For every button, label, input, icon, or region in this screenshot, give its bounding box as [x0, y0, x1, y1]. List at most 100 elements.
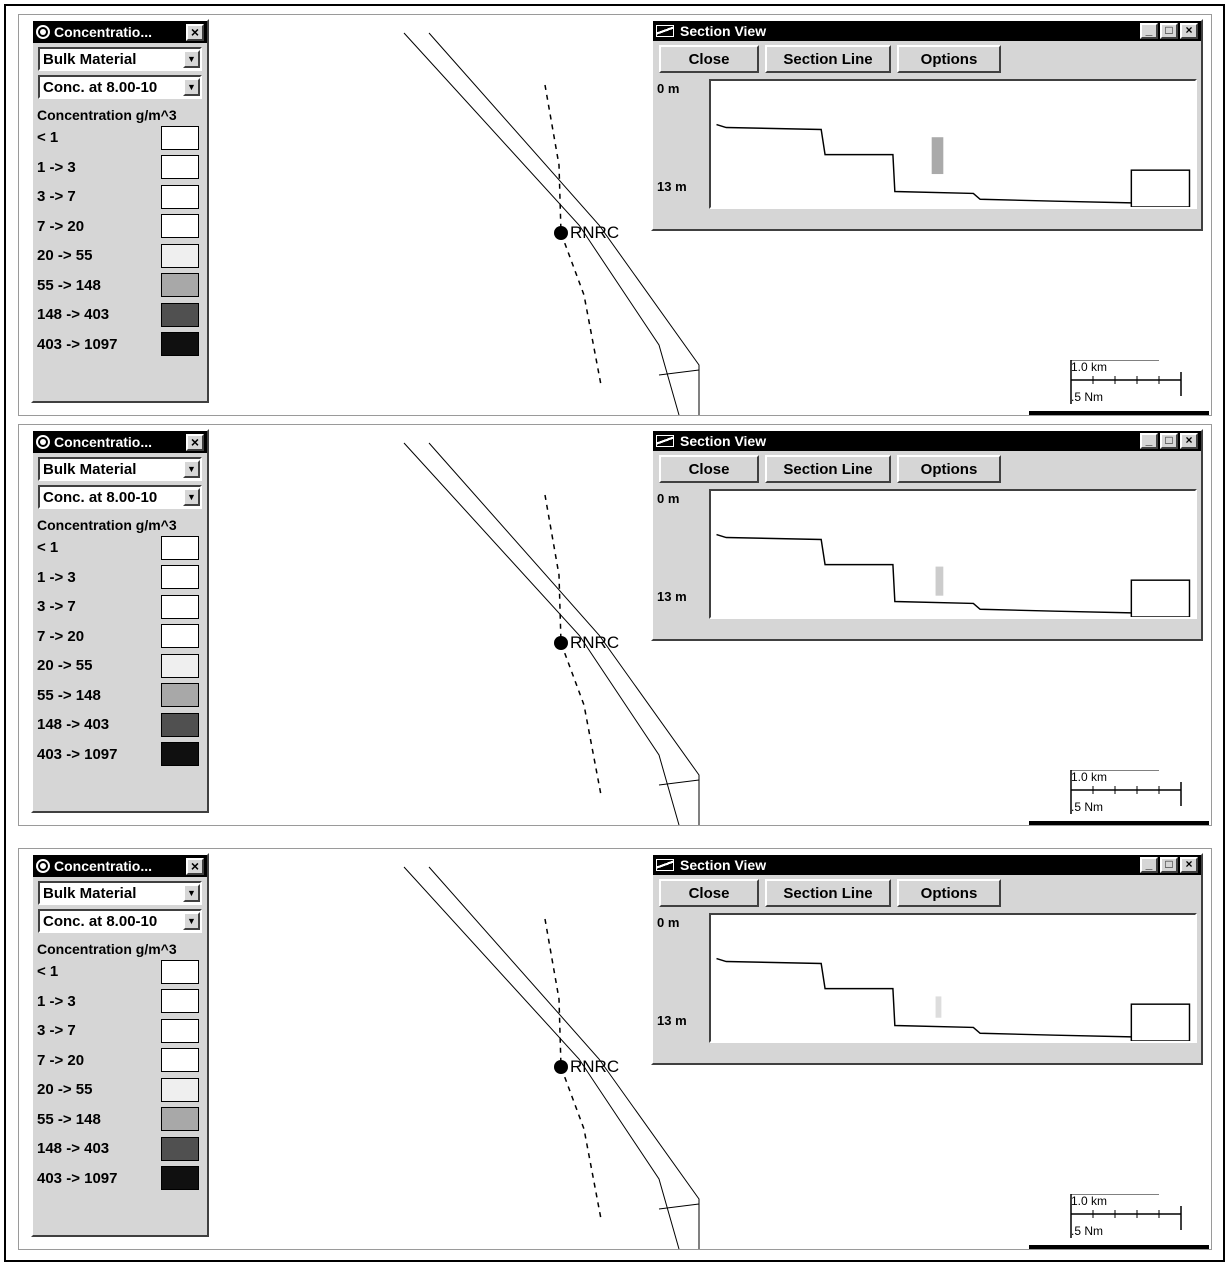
legend-swatch[interactable]	[161, 742, 199, 767]
minimize-button[interactable]: _	[1140, 433, 1158, 449]
legend-label: 403 -> 1097	[37, 745, 118, 763]
material-select[interactable]: Bulk Material ▼	[38, 457, 202, 481]
dropdown-arrow-icon[interactable]: ▼	[183, 912, 200, 930]
legend-label: 1 -> 3	[37, 568, 76, 586]
legend-swatch[interactable]	[161, 302, 199, 327]
close-section-button[interactable]: Close	[659, 455, 759, 483]
legend-swatch[interactable]	[161, 184, 199, 209]
concentration-title-bar[interactable]: Concentratio... ×	[33, 431, 207, 453]
legend-swatch[interactable]	[161, 1166, 199, 1191]
section-view-toolbar: Close Section Line Options	[653, 875, 1201, 909]
legend-swatch[interactable]	[161, 683, 199, 708]
concentration-window[interactable]: Concentratio... × Bulk Material ▼ Conc. …	[31, 429, 209, 813]
concentration-title-bar[interactable]: Concentratio... ×	[33, 855, 207, 877]
concentration-window[interactable]: Concentratio... × Bulk Material ▼ Conc. …	[31, 19, 209, 403]
section-line-button[interactable]: Section Line	[765, 45, 891, 73]
maximize-button[interactable]: □	[1160, 857, 1178, 873]
minimize-button[interactable]: _	[1140, 857, 1158, 873]
legend-swatch[interactable]	[161, 712, 199, 737]
section-profile-plot[interactable]	[709, 79, 1197, 209]
legend-swatch[interactable]	[161, 1018, 199, 1043]
section-view-title-bar[interactable]: Section View _ □ ×	[653, 855, 1201, 875]
legend-swatch[interactable]	[161, 1077, 199, 1102]
legend-swatch[interactable]	[161, 1107, 199, 1132]
station-marker[interactable]	[554, 226, 568, 240]
legend-row: 7 -> 20	[33, 212, 207, 242]
time-select[interactable]: Conc. at 8.00-10 ▼	[38, 485, 202, 509]
legend-swatch[interactable]	[161, 535, 199, 560]
legend-swatch[interactable]	[161, 214, 199, 239]
model-panel-3: RNRC Concentratio... × Bulk Material ▼ C…	[18, 848, 1212, 1250]
dropdown-arrow-icon[interactable]: ▼	[183, 78, 200, 96]
section-line-button[interactable]: Section Line	[765, 879, 891, 907]
material-select[interactable]: Bulk Material ▼	[38, 881, 202, 905]
concentration-window[interactable]: Concentratio... × Bulk Material ▼ Conc. …	[31, 853, 209, 1237]
legend-swatch[interactable]	[161, 1136, 199, 1161]
depth-bottom-label: 13 m	[657, 1013, 687, 1028]
section-view-body: 0 m 13 m	[653, 485, 1201, 635]
section-view-window[interactable]: Section View _ □ × Close Section Line Op…	[651, 429, 1203, 641]
dropdown-arrow-icon[interactable]: ▼	[183, 884, 200, 902]
time-select-value: Conc. at 8.00-10	[43, 78, 158, 96]
legend-row: 55 -> 148	[33, 1105, 207, 1135]
section-profile-plot[interactable]	[709, 913, 1197, 1043]
legend-swatch[interactable]	[161, 989, 199, 1014]
legend-row: 1 -> 3	[33, 153, 207, 183]
options-button[interactable]: Options	[897, 45, 1001, 73]
close-button[interactable]: ×	[1180, 433, 1198, 449]
legend-label: 3 -> 7	[37, 598, 76, 616]
dropdown-arrow-icon[interactable]: ▼	[183, 460, 200, 478]
close-button[interactable]: ×	[186, 23, 204, 41]
legend-swatch[interactable]	[161, 594, 199, 619]
maximize-button[interactable]: □	[1160, 433, 1178, 449]
map-edge-bar	[1029, 1245, 1209, 1249]
close-section-button[interactable]: Close	[659, 879, 759, 907]
map-canvas[interactable]	[19, 425, 1211, 825]
legend-swatch[interactable]	[161, 653, 199, 678]
material-select-value: Bulk Material	[43, 50, 137, 68]
legend-swatch[interactable]	[161, 565, 199, 590]
legend-swatch[interactable]	[161, 959, 199, 984]
legend-row: 3 -> 7	[33, 592, 207, 622]
material-select[interactable]: Bulk Material ▼	[38, 47, 202, 71]
station-marker[interactable]	[554, 1060, 568, 1074]
map-canvas[interactable]	[19, 15, 1211, 415]
legend-label: < 1	[37, 539, 59, 557]
section-view-window[interactable]: Section View _ □ × Close Section Line Op…	[651, 853, 1203, 1065]
section-view-window[interactable]: Section View _ □ × Close Section Line Op…	[651, 19, 1203, 231]
section-profile-plot[interactable]	[709, 489, 1197, 619]
concentration-title-bar[interactable]: Concentratio... ×	[33, 21, 207, 43]
options-button[interactable]: Options	[897, 879, 1001, 907]
legend-swatch[interactable]	[161, 155, 199, 180]
section-view-icon	[656, 859, 674, 871]
time-select[interactable]: Conc. at 8.00-10 ▼	[38, 909, 202, 933]
close-button[interactable]: ×	[186, 857, 204, 875]
close-button[interactable]: ×	[1180, 23, 1198, 39]
legend-swatch[interactable]	[161, 243, 199, 268]
legend-swatch[interactable]	[161, 125, 199, 150]
legend-swatch[interactable]	[161, 1048, 199, 1073]
close-button[interactable]: ×	[1180, 857, 1198, 873]
legend-row: 1 -> 3	[33, 563, 207, 593]
section-line-button[interactable]: Section Line	[765, 455, 891, 483]
close-section-button[interactable]: Close	[659, 45, 759, 73]
close-button[interactable]: ×	[186, 433, 204, 451]
options-button[interactable]: Options	[897, 455, 1001, 483]
dropdown-arrow-icon[interactable]: ▼	[183, 50, 200, 68]
legend-row: 148 -> 403	[33, 300, 207, 330]
legend-swatch[interactable]	[161, 332, 199, 357]
section-view-title-bar[interactable]: Section View _ □ ×	[653, 21, 1201, 41]
maximize-button[interactable]: □	[1160, 23, 1178, 39]
legend-swatch[interactable]	[161, 273, 199, 298]
legend-label: 403 -> 1097	[37, 1169, 118, 1187]
concentration-heading: Concentration g/m^3	[37, 107, 177, 123]
legend-swatch[interactable]	[161, 624, 199, 649]
section-view-title-bar[interactable]: Section View _ □ ×	[653, 431, 1201, 451]
dropdown-arrow-icon[interactable]: ▼	[183, 488, 200, 506]
time-select[interactable]: Conc. at 8.00-10 ▼	[38, 75, 202, 99]
legend-label: 20 -> 55	[37, 1081, 93, 1099]
minimize-button[interactable]: _	[1140, 23, 1158, 39]
station-marker[interactable]	[554, 636, 568, 650]
map-canvas[interactable]	[19, 849, 1211, 1249]
